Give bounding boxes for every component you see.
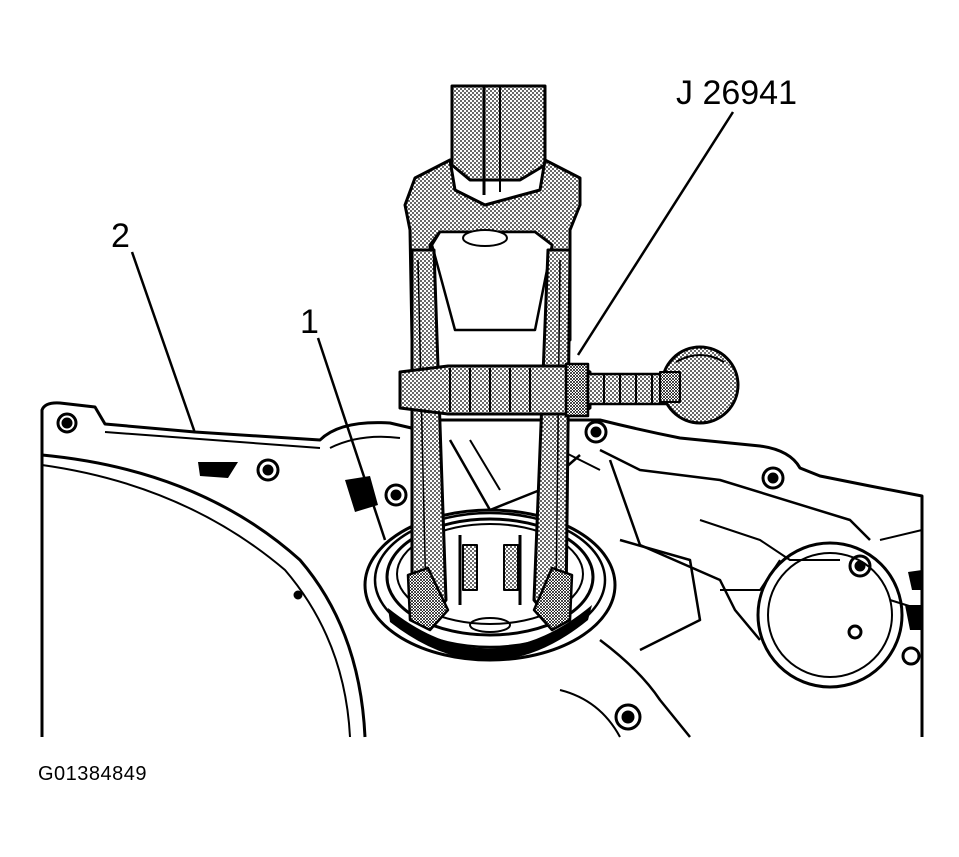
seal-puller-tool <box>398 84 740 632</box>
leader-line-1 <box>316 337 387 541</box>
leader-line-tool <box>576 111 735 356</box>
leader-lines <box>130 111 735 541</box>
tool-callout-label: J 26941 <box>676 74 797 112</box>
callout-label-1: 1 <box>300 303 319 341</box>
seal-and-bore <box>363 508 617 662</box>
callout-label-2: 2 <box>111 217 130 255</box>
transmission-case <box>40 401 924 738</box>
leader-line-2 <box>130 251 197 434</box>
figure-id: G01384849 <box>38 763 148 785</box>
